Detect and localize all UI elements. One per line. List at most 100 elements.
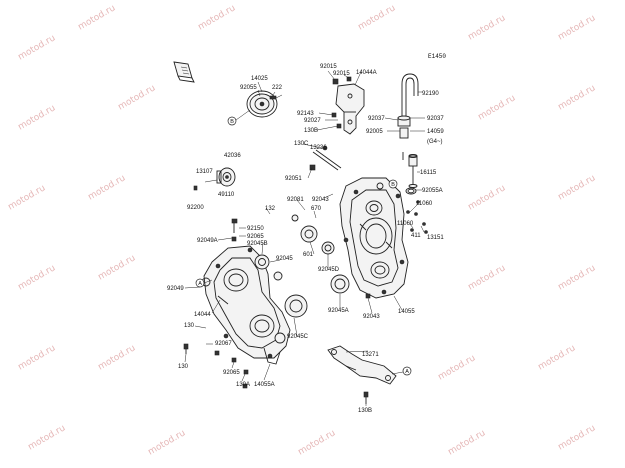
watermark-text: motod.ru xyxy=(87,173,128,202)
part-label: 130A xyxy=(236,382,250,388)
watermark-text: motod.ru xyxy=(7,183,48,212)
watermark-text: motod.ru xyxy=(557,173,598,202)
watermark-text: motod.ru xyxy=(77,3,118,32)
right-crankcase-cover-part xyxy=(339,177,409,299)
part-label: 13107 xyxy=(196,169,213,175)
watermark-text: motod.ru xyxy=(117,83,158,112)
shift-bracket-part xyxy=(327,345,397,404)
watermark-text: motod.ru xyxy=(147,428,188,457)
breather-bracket-part xyxy=(322,76,365,151)
part-label: (G4~) xyxy=(427,139,443,145)
watermark-text: motod.ru xyxy=(467,13,508,42)
watermark-text: motod.ru xyxy=(557,83,598,112)
part-label: 92045C xyxy=(287,334,309,340)
part-label: 92045A xyxy=(328,308,349,314)
watermark-text: motod.ru xyxy=(297,428,338,457)
part-label: 49110 xyxy=(218,192,235,198)
part-label: 92045 xyxy=(276,256,293,262)
part-label: 14025 xyxy=(251,76,268,82)
oil-pump-cover-part xyxy=(246,90,283,118)
watermark-text: motod.ru xyxy=(557,423,598,452)
part-label: 222 xyxy=(272,85,283,91)
watermark-text: motod.ru xyxy=(97,253,138,282)
left-crankcase-part xyxy=(201,245,308,365)
part-label: 14059 xyxy=(427,129,444,135)
part-label: 92055A xyxy=(422,188,443,194)
part-label: 92143 xyxy=(297,111,314,117)
part-label: 92190 xyxy=(422,91,439,97)
part-number-labels: 14025 92055 222 92015 92015 14044A 92190… xyxy=(167,64,444,414)
reference-letter: B xyxy=(230,119,234,125)
watermark-text: motod.ru xyxy=(467,263,508,292)
part-label: 92043 xyxy=(363,314,380,320)
breather-tube-part xyxy=(397,73,419,139)
part-label: 13236 xyxy=(310,145,327,151)
watermark-text: motod.ru xyxy=(557,13,598,42)
part-label: 16115 xyxy=(420,170,437,176)
part-label: 92067 xyxy=(215,341,232,347)
reference-letter: A xyxy=(405,369,409,375)
oil-seal-part xyxy=(273,214,350,294)
watermark-text: motod.ru xyxy=(437,353,478,382)
watermark-text: motod.ru xyxy=(477,93,518,122)
o-ring-part xyxy=(405,187,417,195)
part-label: 13151 xyxy=(427,235,444,241)
manual-book-icon xyxy=(173,61,195,83)
part-label: 92200 xyxy=(187,205,204,211)
part-label: 601 xyxy=(303,252,314,258)
part-label: 132 xyxy=(265,206,276,212)
dipstick-part xyxy=(408,154,418,188)
part-label: 92045B xyxy=(247,241,268,247)
part-label: 42036 xyxy=(224,153,241,159)
part-label: 92051 xyxy=(285,176,302,182)
part-label: 14055 xyxy=(398,309,415,315)
part-label: 92150 xyxy=(247,226,264,232)
part-label: 11060 xyxy=(397,221,414,227)
part-label: 92065 xyxy=(247,234,264,240)
bolt-set-part xyxy=(183,293,371,389)
watermark-text: motod.ru xyxy=(27,423,68,452)
part-label: 92065 xyxy=(223,370,240,376)
reference-callout-a: A xyxy=(391,366,412,376)
part-label: 14055A xyxy=(254,382,275,388)
watermark-text: motod.ru xyxy=(17,33,58,62)
part-label: 670 xyxy=(311,206,322,212)
part-label: 14044 xyxy=(194,312,211,318)
reference-callout-b: B xyxy=(388,179,398,189)
watermark-text: motod.ru xyxy=(357,3,398,32)
part-label: 92049 xyxy=(167,286,184,292)
part-label: 130B xyxy=(358,408,372,414)
part-label: 411 xyxy=(411,233,421,239)
part-label: 92005 xyxy=(366,129,383,135)
part-label: 14044A xyxy=(356,70,377,76)
diagram-code: E1450 xyxy=(428,53,446,60)
drive-gear-part xyxy=(204,167,236,187)
watermark-text: motod.ru xyxy=(17,103,58,132)
part-label: 92037 xyxy=(368,116,385,122)
small-bolt-part xyxy=(193,185,238,242)
watermark-text: motod.ru xyxy=(17,343,58,372)
part-label: 130B xyxy=(304,128,318,134)
part-label: 92045D xyxy=(318,267,340,273)
dowel-pin-part xyxy=(402,152,428,234)
watermark-text: motod.ru xyxy=(537,343,578,372)
rod-part xyxy=(309,149,342,171)
part-label: 92015 xyxy=(333,71,350,77)
part-label: 92015 xyxy=(320,64,337,70)
reference-letter: A xyxy=(198,281,202,287)
watermark-text: motod.ru xyxy=(447,428,488,457)
part-label: 92037 xyxy=(427,116,444,122)
watermark-text: motod.ru xyxy=(467,183,508,212)
part-label: 92055 xyxy=(240,85,257,91)
part-label: 13271 xyxy=(362,352,379,358)
part-label: 92043 xyxy=(312,197,329,203)
reference-letter: B xyxy=(391,182,395,188)
part-label: 92081 xyxy=(287,197,304,203)
watermark-text: motod.ru xyxy=(197,3,238,32)
part-label: 130C xyxy=(294,141,309,147)
leader-lines xyxy=(184,70,425,406)
part-label: 92049A xyxy=(197,238,218,244)
reference-callout-b: B xyxy=(227,109,251,126)
watermark-text: motod.ru xyxy=(557,263,598,292)
